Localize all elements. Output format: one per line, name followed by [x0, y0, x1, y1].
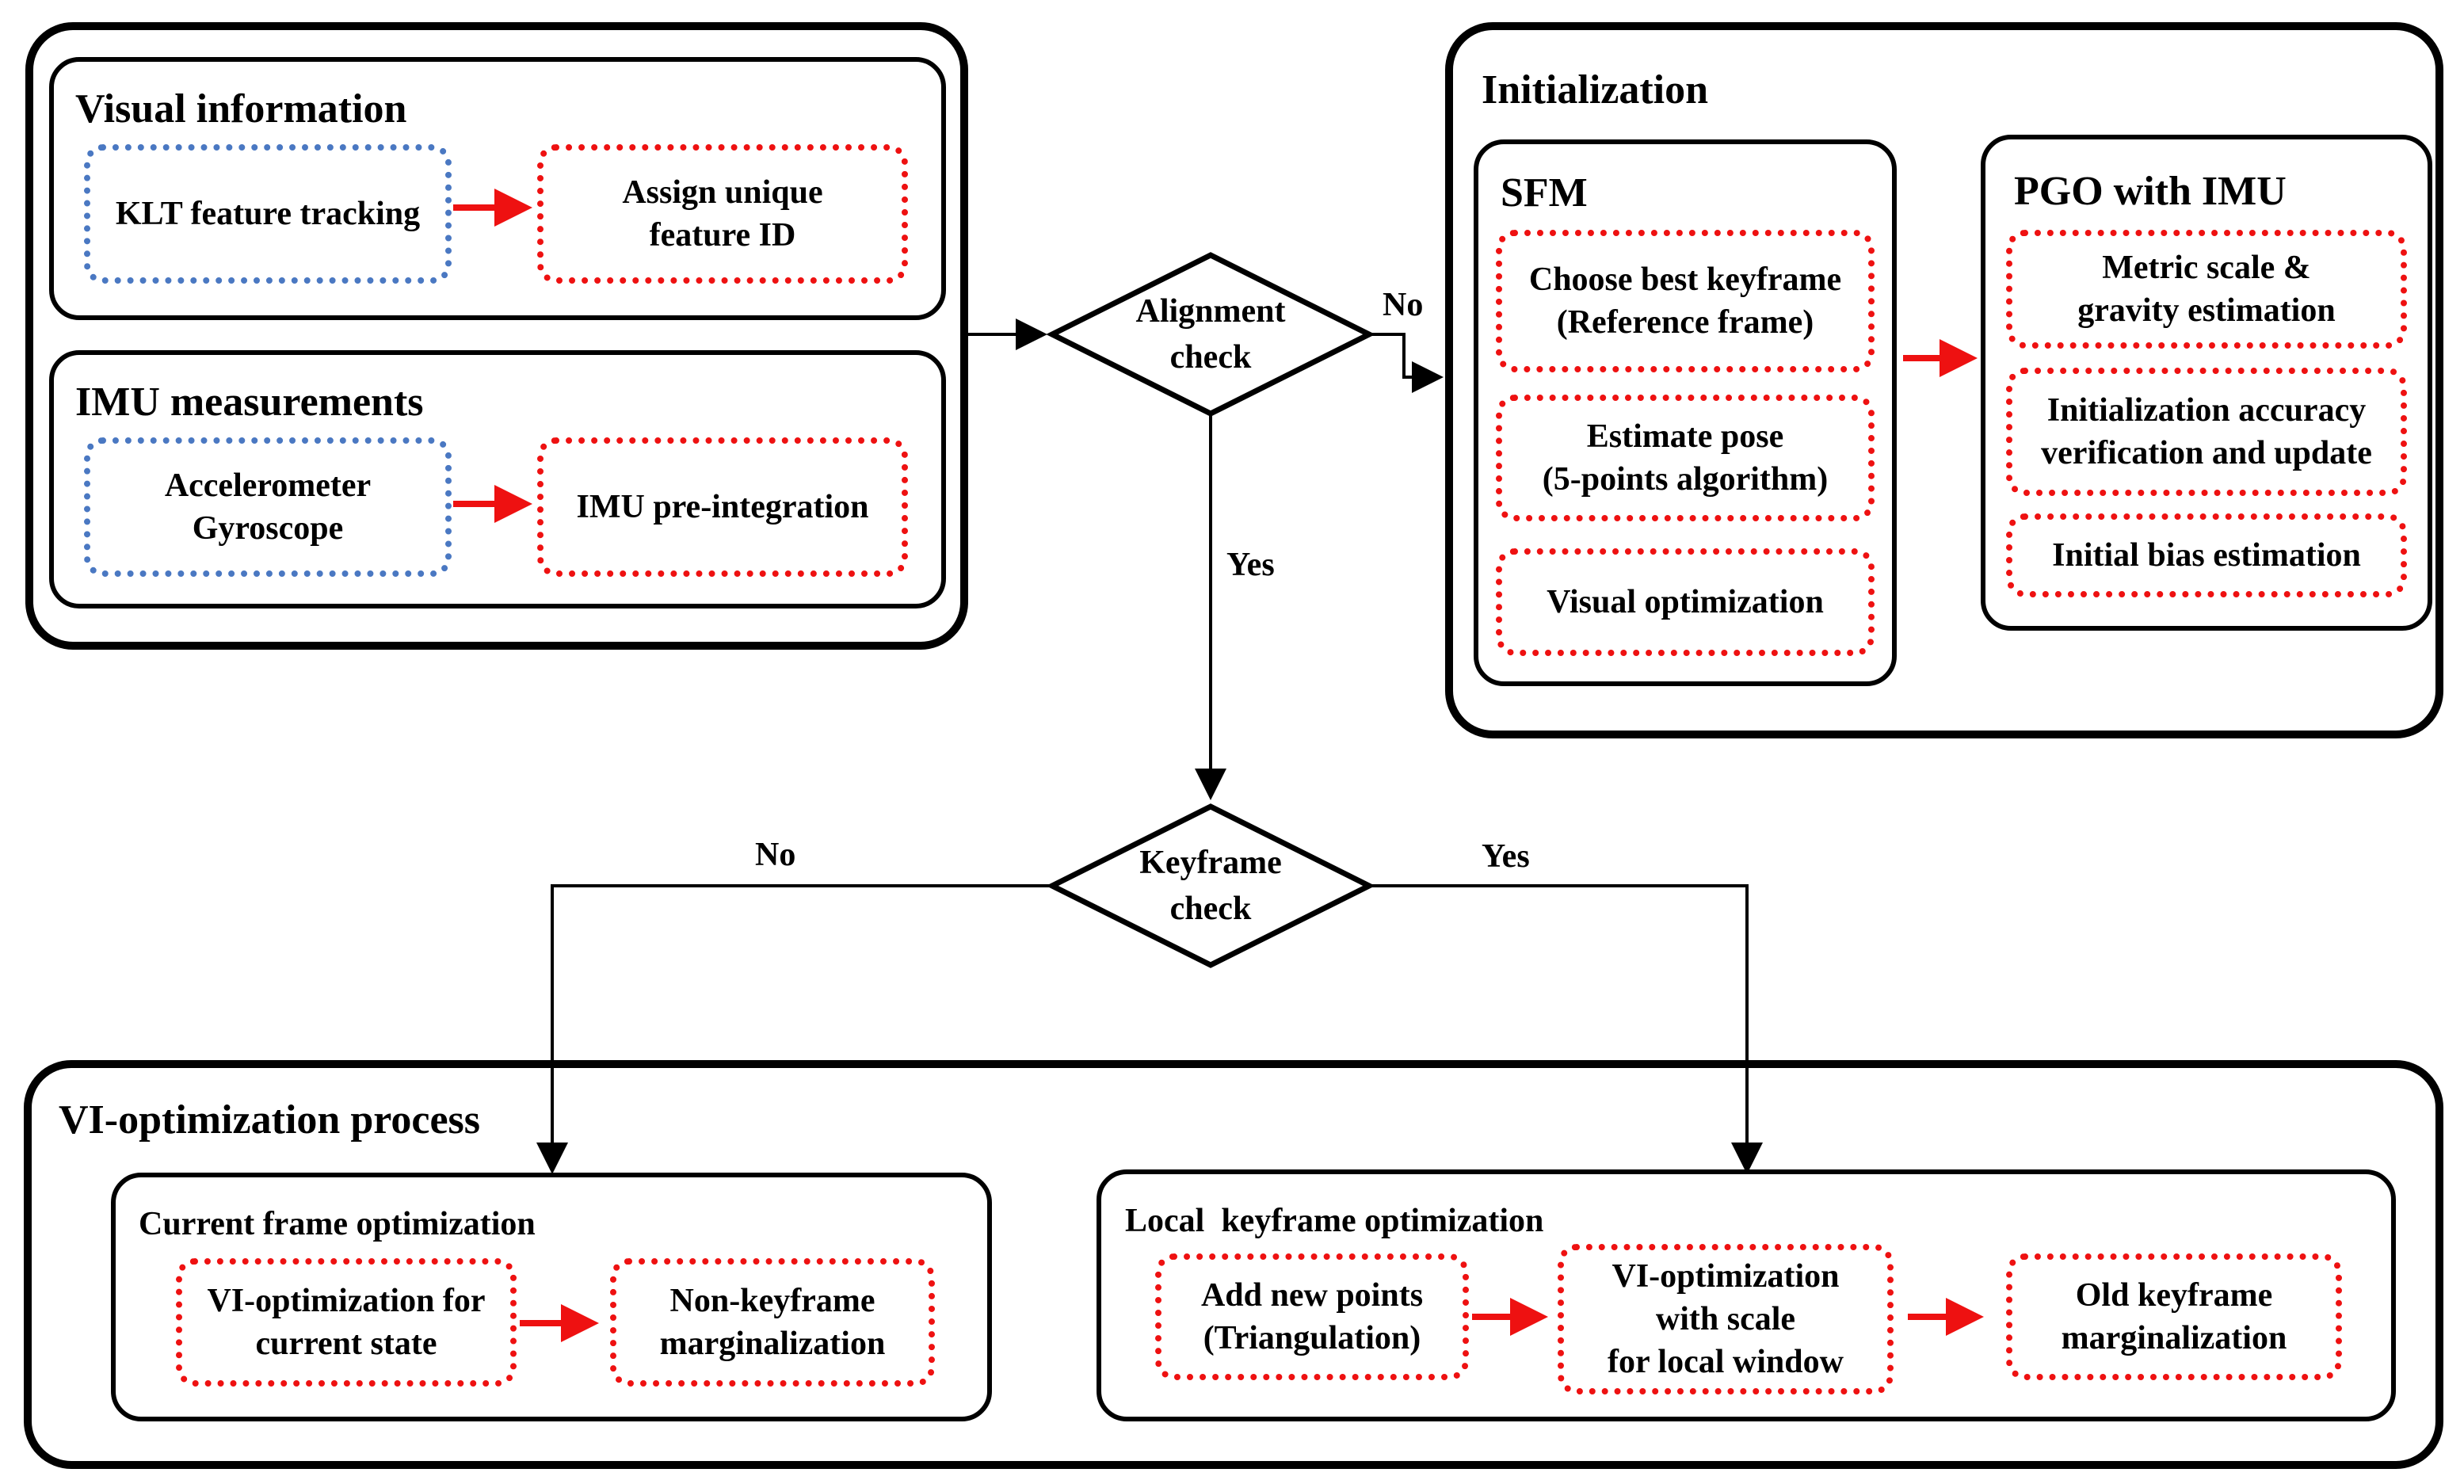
metric-scale-gravity-node: Metric scale & gravity estimation: [2006, 230, 2407, 349]
arrow-keyframe-no-to-current: [536, 884, 1052, 1174]
sfm-panel: [1474, 139, 1897, 686]
vi-optimization-current-state-node: VI-optimization for current state: [176, 1258, 517, 1387]
keyframe-check-diamond: [1046, 803, 1375, 968]
visual-information-title: Visual information: [75, 86, 407, 132]
pgo-with-imu-panel: [1981, 135, 2432, 631]
visual-information-panel: [49, 57, 946, 320]
klt-feature-tracking-node: KLT feature tracking: [84, 144, 452, 284]
initialization-title: Initialization: [1482, 67, 1709, 113]
assign-feature-id-node: Assign unique feature ID: [537, 144, 908, 284]
accelerometer-gyroscope-node: Accelerometer Gyroscope: [84, 437, 452, 577]
add-new-points-node: Add new points (Triangulation): [1155, 1253, 1469, 1380]
arrow-alignment-no-to-init: [1369, 333, 1444, 393]
initialization-panel: [1445, 22, 2443, 738]
keyframe-yes-label: Yes: [1482, 838, 1530, 875]
vi-optimization-local-window-node: VI-optimization with scale for local win…: [1558, 1244, 1894, 1394]
initial-bias-estimation-node: Initial bias estimation: [2006, 513, 2407, 597]
pgo-with-imu-title: PGO with IMU: [2014, 169, 2287, 214]
local-keyframe-optimization-title: Local keyframe optimization: [1125, 1203, 1544, 1239]
alignment-check-label: Alignment check: [1135, 293, 1286, 376]
keyframe-check-label: Keyframe check: [1139, 845, 1282, 927]
sfm-title: SFM: [1501, 170, 1588, 216]
visual-optimization-node: Visual optimization: [1496, 548, 1875, 656]
old-keyframe-marginalization-node: Old keyframe marginalization: [2006, 1253, 2342, 1380]
current-frame-optimization-title: Current frame optimization: [139, 1206, 536, 1242]
estimate-pose-node: Estimate pose (5-points algorithm): [1496, 395, 1875, 521]
choose-keyframe-node: Choose best keyframe (Reference frame): [1496, 230, 1875, 372]
imu-measurements-title: IMU measurements: [75, 380, 424, 425]
init-accuracy-verification-node: Initialization accuracy verification and…: [2006, 368, 2407, 496]
non-keyframe-marginalization-node: Non-keyframe marginalization: [610, 1258, 935, 1387]
alignment-no-label: No: [1383, 287, 1424, 323]
keyframe-no-label: No: [755, 837, 796, 873]
input-group: [25, 22, 968, 650]
arrow-keyframe-yes-to-local: [1369, 884, 1763, 1174]
alignment-yes-label: Yes: [1226, 547, 1275, 583]
imu-pre-integration-node: IMU pre-integration: [537, 437, 908, 577]
imu-measurements-panel: [49, 350, 946, 608]
vi-optimization-process-title: VI-optimization process: [59, 1097, 481, 1143]
current-frame-optimization-panel: [111, 1173, 992, 1421]
vi-optimization-process-panel: [24, 1060, 2443, 1469]
local-keyframe-optimization-panel: [1097, 1169, 2396, 1421]
